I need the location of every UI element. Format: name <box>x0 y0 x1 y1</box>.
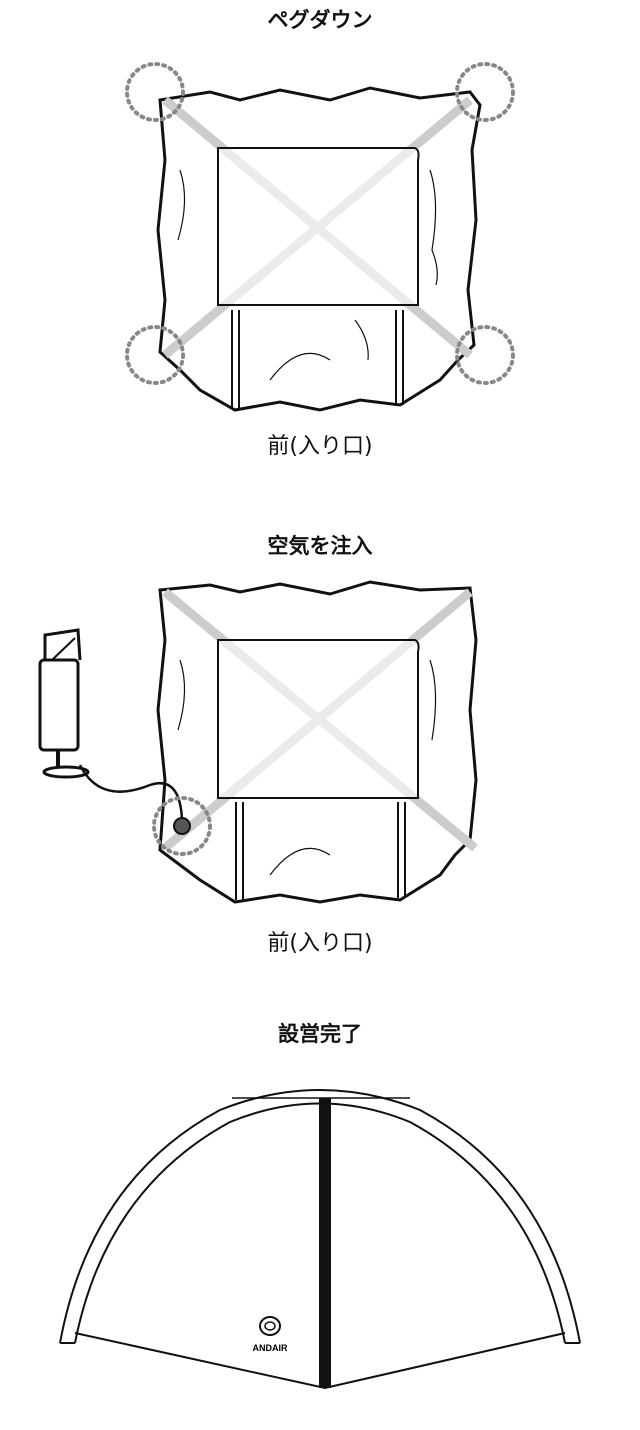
step-1-title: ペグダウン <box>267 8 373 32</box>
valve <box>173 817 191 835</box>
peg-marker <box>125 62 185 122</box>
door-zipper <box>319 1098 331 1388</box>
step-3-title: 設営完了 <box>278 1022 362 1046</box>
peg-marker <box>455 325 515 385</box>
tent-roof <box>217 147 420 306</box>
peg-marker <box>125 325 185 385</box>
completed-tent-illustration: ANDAIR <box>59 1089 581 1390</box>
air-pump <box>38 628 184 821</box>
valve-marker <box>152 796 212 856</box>
inflate-illustration <box>38 580 478 904</box>
step-2-title: 空気を注入 <box>267 534 373 558</box>
pegdown-illustration <box>125 62 515 412</box>
step-2-caption: 前(入り口) <box>267 931 373 956</box>
peg-marker <box>455 62 515 122</box>
logo-text: ANDAIR <box>253 1343 288 1353</box>
andair-logo: ANDAIR <box>253 1316 288 1353</box>
step-1-caption: 前(入り口) <box>267 434 373 459</box>
